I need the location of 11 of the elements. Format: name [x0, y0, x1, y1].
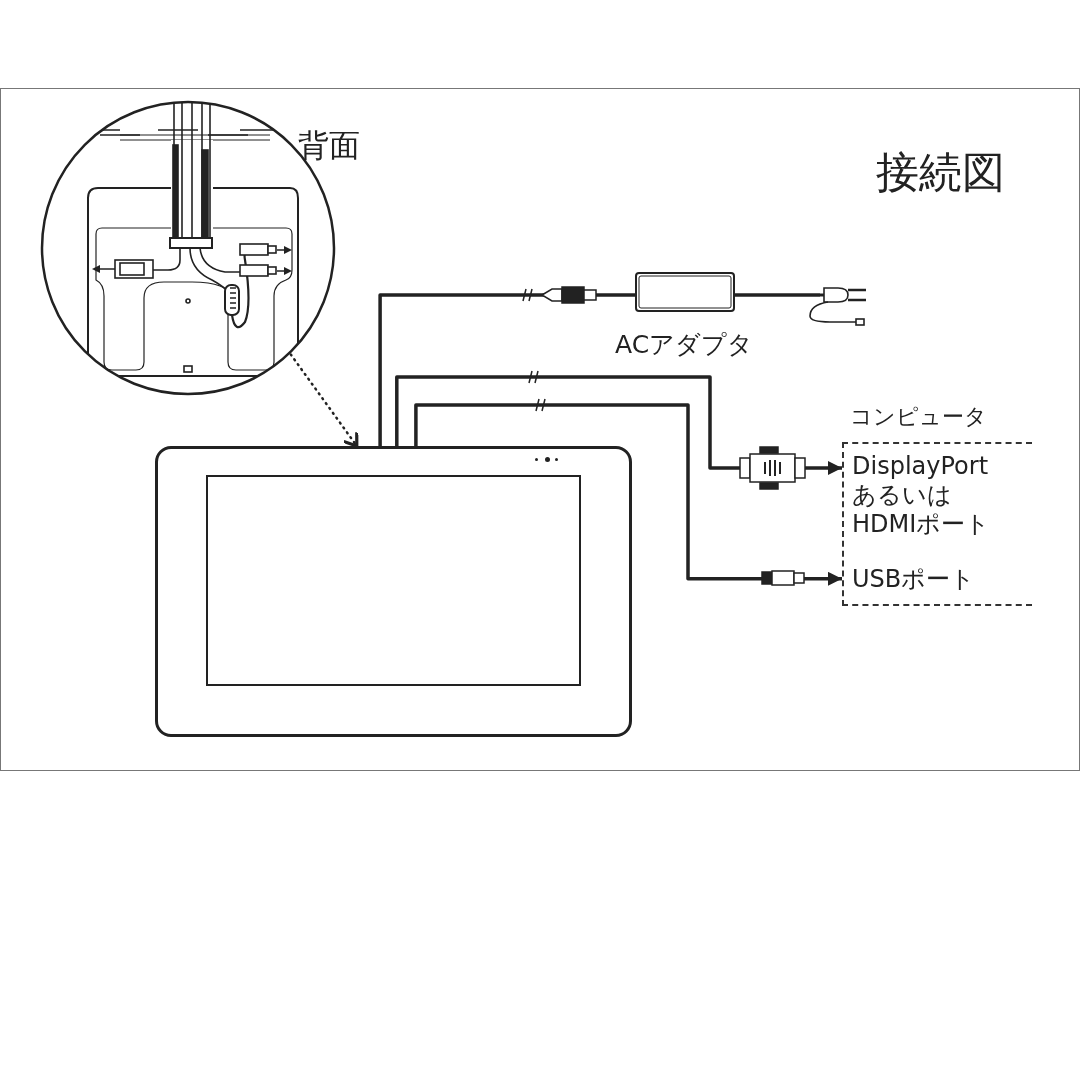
cable-arrow — [395, 375, 842, 475]
cable — [378, 293, 635, 446]
group-heading: コンピュータ — [850, 403, 987, 431]
leader-arrow — [289, 353, 359, 448]
port-label: USBポート — [852, 565, 977, 594]
adapter-label: ACアダプタ — [615, 329, 754, 361]
diagram-title: 接続図 — [876, 146, 1005, 199]
cable-arrow — [414, 403, 842, 586]
cable — [735, 293, 820, 297]
port-label: DisplayPort あるいは HDMIポート — [852, 452, 992, 539]
inset-label: 背面 — [298, 126, 360, 165]
